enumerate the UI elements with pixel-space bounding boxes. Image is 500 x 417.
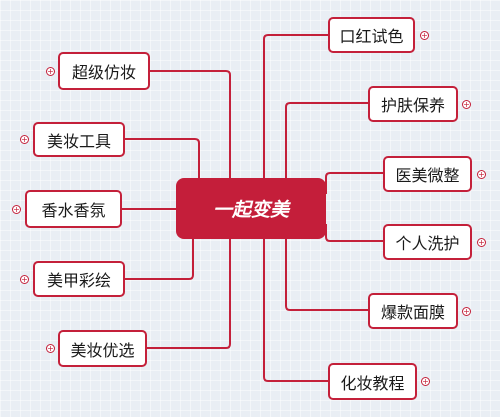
branch-node-right-6[interactable]: 化妆教程 (328, 363, 417, 400)
branch-node-left-2[interactable]: 美妆工具 (33, 122, 125, 157)
connector-right-4 (325, 224, 383, 242)
branch-node-left-3[interactable]: 香水香氛 (25, 190, 122, 228)
central-topic[interactable]: 一起变美 (176, 178, 326, 239)
branch-node-left-5[interactable]: 美妆优选 (58, 330, 147, 367)
expand-plus-icon[interactable]: + (46, 67, 55, 76)
branch-node-left-4[interactable]: 美甲彩绘 (33, 261, 125, 297)
connector-right-5 (285, 239, 368, 311)
branch-node-right-5[interactable]: 爆款面膜 (368, 293, 458, 329)
branch-node-right-4[interactable]: 个人洗护 (383, 224, 472, 260)
connector-right-1 (263, 34, 328, 178)
connector-right-6 (263, 239, 328, 382)
expand-plus-icon[interactable]: + (20, 275, 29, 284)
expand-plus-icon[interactable]: + (477, 170, 486, 179)
expand-plus-icon[interactable]: + (420, 31, 429, 40)
connector-left-4 (125, 238, 194, 280)
connector-left-5 (147, 239, 231, 349)
connector-right-2 (285, 102, 368, 178)
connector-right-3 (325, 172, 383, 194)
branch-node-left-1[interactable]: 超级仿妆 (58, 52, 150, 90)
expand-plus-icon[interactable]: + (421, 377, 430, 386)
expand-plus-icon[interactable]: + (462, 307, 471, 316)
expand-plus-icon[interactable]: + (462, 100, 471, 109)
expand-plus-icon[interactable]: + (477, 238, 486, 247)
expand-plus-icon[interactable]: + (46, 344, 55, 353)
connector-left-2 (125, 138, 200, 180)
connector-left-1 (150, 70, 231, 178)
branch-node-right-1[interactable]: 口红试色 (328, 17, 415, 53)
expand-plus-icon[interactable]: + (12, 205, 21, 214)
branch-node-right-2[interactable]: 护肤保养 (368, 86, 458, 122)
branch-node-right-3[interactable]: 医美微整 (383, 156, 472, 192)
expand-plus-icon[interactable]: + (20, 135, 29, 144)
